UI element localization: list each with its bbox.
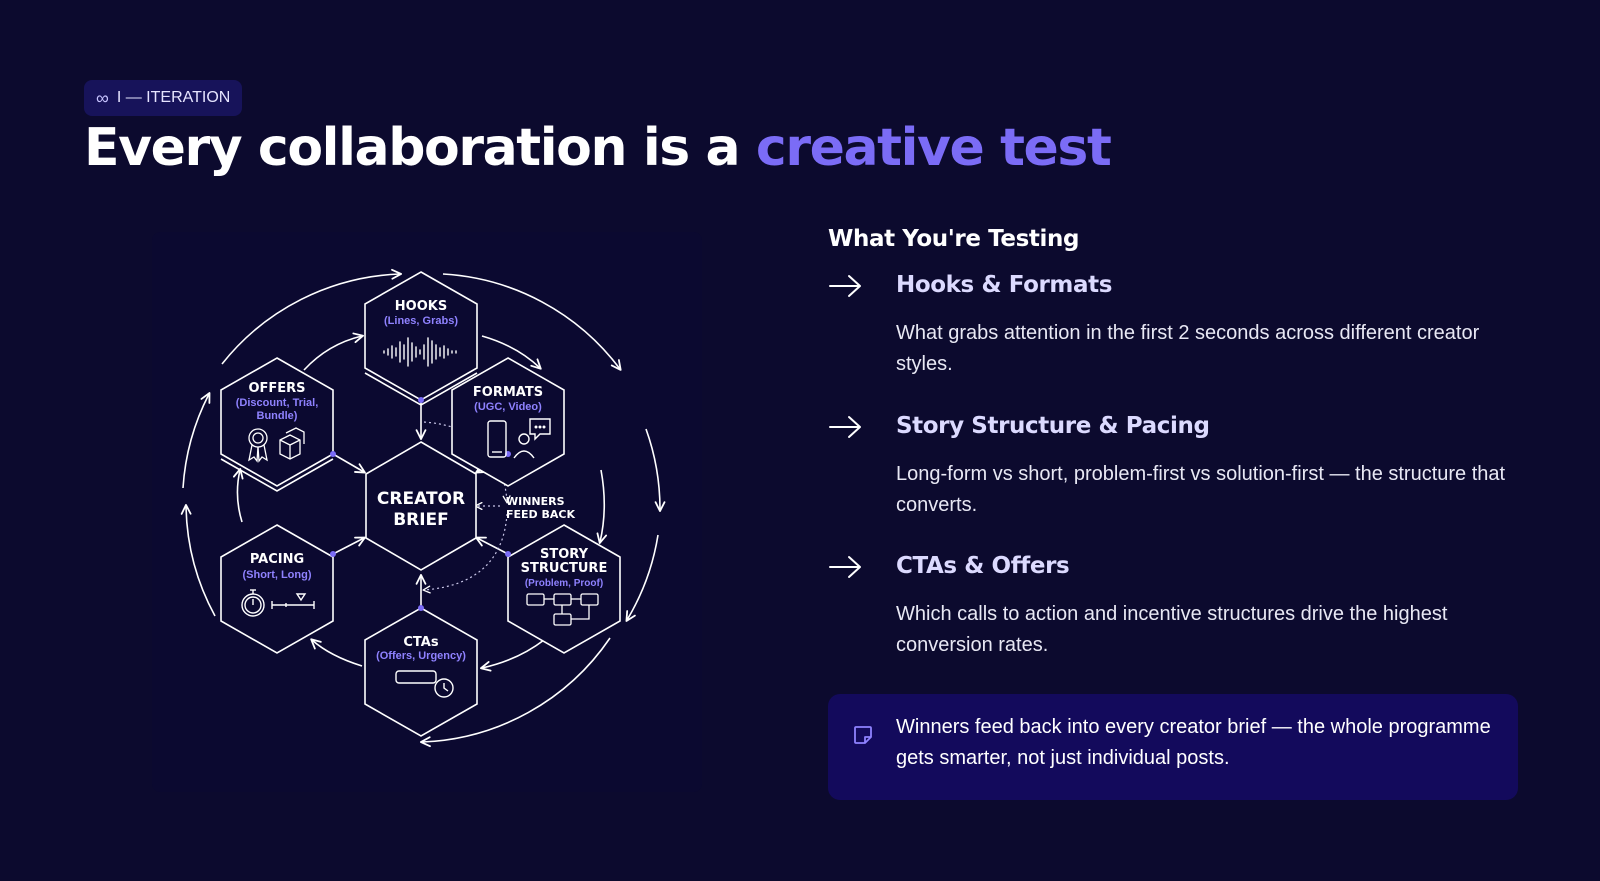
hex-ctas <box>364 607 478 737</box>
dot-ctas <box>418 605 424 611</box>
outer-arrow-formats-to-story <box>645 428 666 513</box>
outer-cycle-arrows <box>180 268 666 748</box>
hex-offers-depth <box>220 458 334 492</box>
arrow-right-icon <box>829 275 861 297</box>
note-icon <box>854 726 872 744</box>
testing-panel: What You're Testing Hooks & Formats What… <box>828 226 1528 656</box>
outer-arrow-pacing-to-offers <box>180 503 216 617</box>
spoke-story <box>475 536 509 555</box>
infinity-icon: ∞ <box>96 87 109 108</box>
dot-pacing <box>330 551 336 557</box>
hex-story <box>507 524 621 654</box>
story-title1: STORY <box>540 547 589 562</box>
feedback-label-line2: FEED BACK <box>506 508 575 521</box>
sound-wave-icon <box>383 337 457 367</box>
ctas-title: CTAs <box>403 635 438 650</box>
center-line1: CREATOR <box>377 489 465 509</box>
spoke-offers <box>332 453 366 474</box>
hex-hooks-depth <box>364 372 478 406</box>
inner-arrow-formats-to-story <box>596 469 608 544</box>
story-title2: STRUCTURE <box>521 561 608 576</box>
outer-arrow-ctas-to-pacing <box>419 637 611 748</box>
outer-arrow-story-to-ctas <box>625 534 659 622</box>
dot-offers <box>330 451 336 457</box>
hex-center <box>365 441 477 571</box>
stopwatch-timeline-icon <box>241 589 315 617</box>
center-line2: BRIEF <box>393 510 449 530</box>
testing-item-desc: What grabs attention in the first 2 seco… <box>896 322 1480 375</box>
pacing-title: PACING <box>250 552 304 567</box>
inner-arrow-hooks-to-formats <box>481 335 542 370</box>
page-title-accent: creative test <box>755 118 1112 178</box>
hex-formats <box>451 357 565 487</box>
outer-arrow-left-upper <box>182 392 211 489</box>
formats-sub: (UGC, Video) <box>474 401 542 413</box>
dot-story <box>505 551 511 557</box>
testing-heading: What You're Testing <box>828 226 1080 252</box>
page-title: Every collaboration is a creative test <box>84 118 1112 178</box>
feedback-label-line1: WINNERS <box>506 495 565 508</box>
button-timer-icon <box>395 670 454 698</box>
flowchart-icon <box>526 593 599 626</box>
hex-offers <box>220 357 334 487</box>
outer-arrow-offers-to-hooks <box>221 268 403 365</box>
pacing-sub: (Short, Long) <box>242 569 311 581</box>
testing-item-title: CTAs & Offers <box>896 553 1070 579</box>
arrow-right-icon <box>829 556 861 578</box>
formats-title: FORMATS <box>473 385 543 400</box>
feedback-arc-bottom <box>422 513 508 594</box>
outer-arrow-hooks-to-formats <box>442 273 622 371</box>
testing-item-title: Hooks & Formats <box>896 272 1113 298</box>
inner-arrow-ctas-to-pacing <box>310 638 363 667</box>
hooks-title: HOOKS <box>395 299 447 314</box>
testing-item-desc: Long-form vs short, problem-first vs sol… <box>896 463 1506 516</box>
junction-dots <box>330 397 511 611</box>
hex-pacing <box>220 524 334 654</box>
spoke-pacing <box>332 536 366 555</box>
feedback-note: Winners feed back into every creator bri… <box>828 694 1518 800</box>
section-tag: ∞ I — ITERATION <box>84 80 243 116</box>
badge-box-icon <box>248 427 305 463</box>
phone-creator-icon <box>487 418 551 459</box>
inner-arrow-offers-to-hooks <box>303 332 364 371</box>
section-tag-label: I — ITERATION <box>116 89 231 106</box>
testing-item-desc: Which calls to action and incentive stru… <box>896 603 1448 656</box>
hooks-sub: (Lines, Grabs) <box>384 315 458 327</box>
arrow-right-icon <box>829 416 861 438</box>
hex-hooks <box>364 271 478 401</box>
iteration-diagram: CREATOR BRIEF WINNERS FEED BACK HOOKS (L… <box>152 232 702 792</box>
ctas-sub: (Offers, Urgency) <box>376 650 466 662</box>
offers-sub2: Bundle) <box>257 410 298 422</box>
testing-item-title: Story Structure & Pacing <box>896 413 1210 439</box>
inner-arrow-pacing-to-offers <box>232 468 244 523</box>
page-title-main: Every collaboration is a <box>84 118 756 178</box>
offers-title: OFFERS <box>248 381 305 396</box>
offers-sub1: (Discount, Trial, <box>236 397 319 409</box>
note-text: Winners feed back into every creator bri… <box>896 716 1491 769</box>
story-sub: (Problem, Proof) <box>525 578 603 589</box>
inner-arrow-story-to-ctas <box>480 639 545 672</box>
inner-cycle-arrows <box>232 332 608 672</box>
iteration-diagram-svg: CREATOR BRIEF WINNERS FEED BACK HOOKS (L… <box>180 268 666 748</box>
dot-hooks <box>418 397 424 403</box>
